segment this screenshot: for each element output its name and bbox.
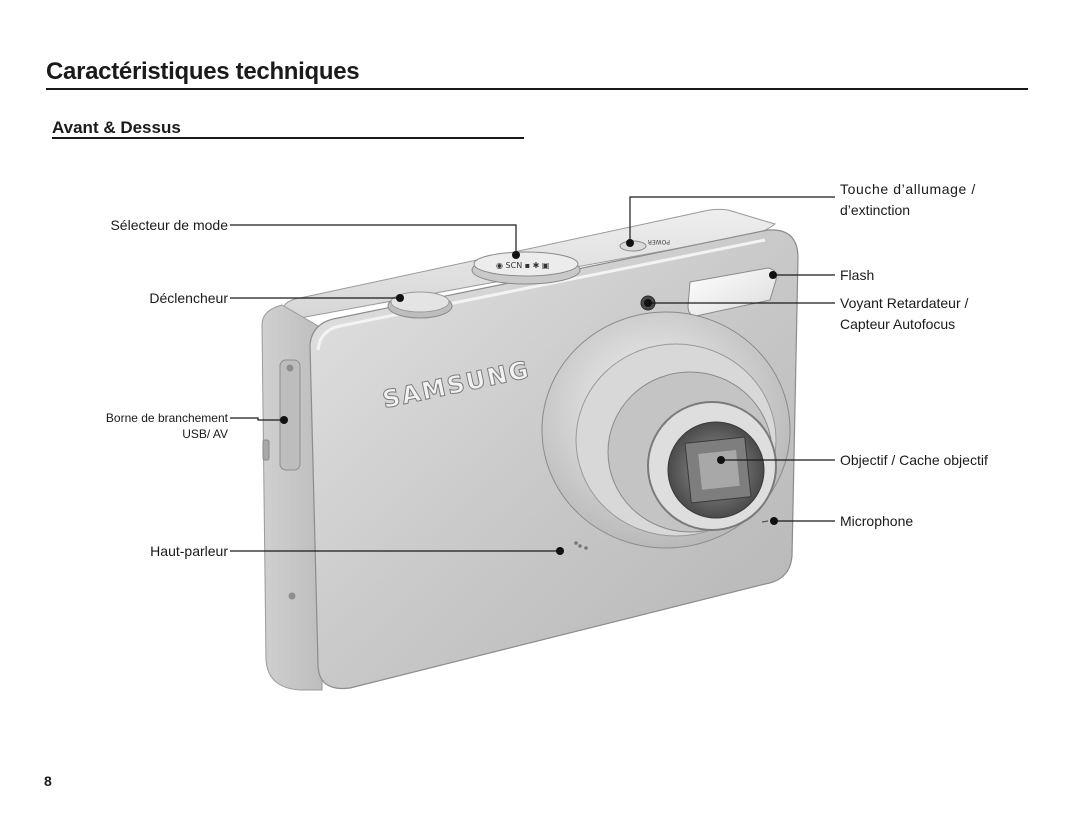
page-number: 8 <box>44 773 52 789</box>
callout-self-timer-line2: Capteur Autofocus <box>840 316 956 332</box>
leader-lines <box>230 196 835 552</box>
leader-dots <box>280 239 778 555</box>
mic-slit <box>761 520 769 523</box>
power-text: POWER <box>648 238 670 245</box>
title-underline <box>46 88 1028 90</box>
callout-usb-av-line2: USB/ AV <box>182 427 228 441</box>
callout-flash: Flash <box>840 267 875 283</box>
page-title: Caractéristiques techniques <box>46 58 360 85</box>
svg-text:◉ SCN ▪ ✱ ▣: ◉ SCN ▪ ✱ ▣ <box>496 261 549 270</box>
mode-dial: ◉ SCN ▪ ✱ ▣ <box>471 251 581 285</box>
flash-window <box>687 267 777 317</box>
section-subtitle: Avant & Dessus <box>52 118 181 137</box>
callout-usb-av-line1: Borne de branchement <box>105 411 228 425</box>
speaker-holes <box>574 541 588 550</box>
callout-lens: Objectif / Cache objectif <box>840 452 988 468</box>
callout-speaker: Haut-parleur <box>150 543 228 559</box>
lens-assembly <box>541 311 791 549</box>
subtitle-underline <box>52 137 524 139</box>
callout-power-line1: Touche d’allumage / <box>840 181 976 197</box>
callout-power-line2: d’extinction <box>840 202 911 218</box>
callout-microphone: Microphone <box>840 513 914 529</box>
callout-mode-selector: Sélecteur de mode <box>110 217 228 233</box>
shutter-button-illustration <box>387 291 453 319</box>
callout-shutter: Déclencheur <box>149 290 228 306</box>
callout-self-timer-line1: Voyant Retardateur / <box>840 295 969 311</box>
